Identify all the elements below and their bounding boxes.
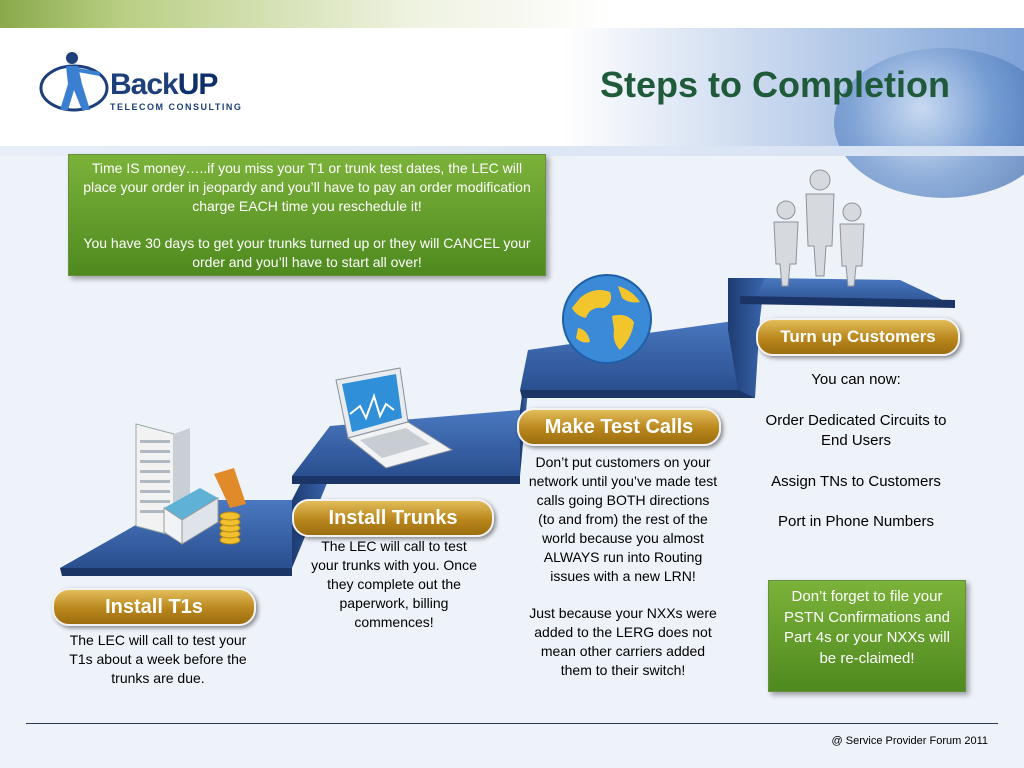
footer-credit: @ Service Provider Forum 2011 xyxy=(831,735,988,747)
notice-paragraph-2: You have 30 days to get your trunks turn… xyxy=(83,235,531,270)
reminder-box: Don’t forget to file your PSTN Confirmat… xyxy=(768,580,966,692)
logo-figure-icon xyxy=(39,52,109,112)
install-t1s-description: The LEC will call to test your T1s about… xyxy=(69,632,247,686)
step-install-t1s: Install T1s xyxy=(52,588,256,626)
backup-logo: BackUP TELECOM CONSULTING xyxy=(38,48,248,118)
globe-icon xyxy=(562,274,652,364)
step-install-trunks: Install Trunks xyxy=(292,499,494,537)
notice-paragraph-1: Time IS money…..if you miss your T1 or t… xyxy=(83,160,531,214)
test-calls-paragraph-2: Just because your NXXs were added to the… xyxy=(529,605,717,678)
page-title: Steps to Completion xyxy=(600,64,950,105)
house-coins-icon xyxy=(163,468,246,545)
test-calls-paragraph-1: Don’t put customers on your network unti… xyxy=(528,454,718,584)
turn-up-item: Assign TNs to Customers xyxy=(771,472,941,490)
turn-up-item: Port in Phone Numbers xyxy=(778,513,934,530)
header-globe-graphic xyxy=(834,48,1024,198)
notice-box: Time IS money…..if you miss your T1 or t… xyxy=(68,154,546,276)
logo-wordmark: BackUP xyxy=(110,68,218,101)
people-icon xyxy=(773,169,865,287)
install-trunks-description: The LEC will call to test your trunks wi… xyxy=(311,538,477,630)
top-accent-bar xyxy=(0,0,1024,28)
header xyxy=(0,28,1024,198)
make-test-calls-description: Don’t put customers on your network unti… xyxy=(527,453,719,698)
turn-up-intro: You can now: xyxy=(811,371,901,388)
turn-up-item: Order Dedicated Circuits to End Users xyxy=(765,411,947,450)
step-turn-up-customers: Turn up Customers xyxy=(756,318,960,356)
step-make-test-calls: Make Test Calls xyxy=(517,408,721,446)
turn-up-customers-description: You can now: Order Dedicated Circuits to… xyxy=(756,370,956,553)
logo-tagline: TELECOM CONSULTING xyxy=(110,102,243,112)
header-band xyxy=(0,146,1024,156)
footer-divider xyxy=(26,723,998,724)
laptop-icon xyxy=(335,367,454,469)
